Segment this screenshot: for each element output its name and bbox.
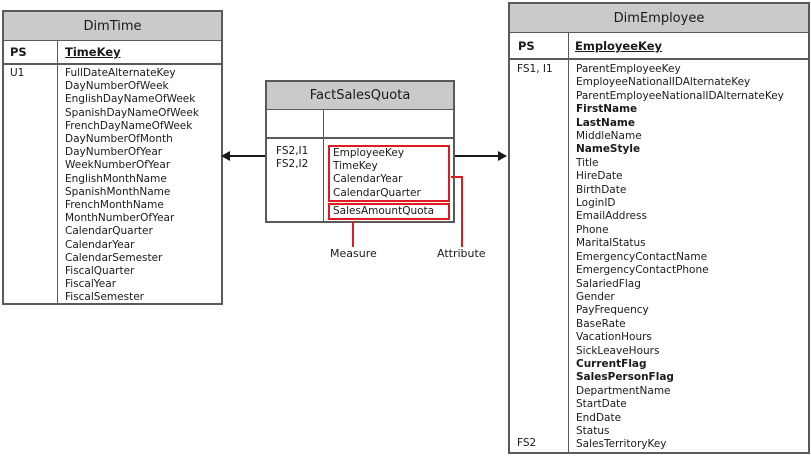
field-name: EnglishMonthName [65,172,167,185]
field-name: BirthDate [576,183,627,196]
field-name: DayNumberOfMonth [65,133,173,146]
table-dimemployee-key-row: PS EmployeeKey [510,33,808,60]
field-name: Status [576,424,610,437]
field-name: SalesTerritoryKey [576,438,667,451]
table-factsalesquota-key-row [267,110,453,139]
field-name: SickLeaveHours [576,344,660,357]
table-factsalesquota-title: FactSalesQuota [267,82,453,110]
field-name: FirstName [576,103,638,116]
field-name: SalariedFlag [576,277,641,290]
field-name: CalendarQuarter [333,186,421,199]
field-name: DayNumberOfWeek [65,80,169,93]
field-name: EmailAddress [576,210,647,223]
field-name: CalendarSemester [65,251,163,264]
field-name: CalendarYear [65,238,135,251]
field-name: Gender [576,290,615,303]
attribute-callout-line-vertical [461,176,463,247]
field-name: DepartmentName [576,384,671,397]
measure-label: Measure [330,247,377,260]
table-dimtime-key-row: PS TimeKey [4,41,221,65]
table-dimtime: DimTime PS TimeKey U1 FullDateAlternateK… [2,10,223,305]
field-name: FiscalYear [65,278,117,291]
field-name: ParentEmployeeNationalIDAlternateKey [576,89,784,102]
measure-highlight-box: SalesAmountQuota [328,202,450,221]
field-name: CalendarYear [333,173,403,186]
relationship-line-dimtime [229,155,265,157]
field-name: HireDate [576,170,623,183]
field-name: LoginID [576,197,616,210]
field-name: FS2,I1 [276,145,309,157]
field-name: LastName [576,116,635,129]
table-dimtime-title: DimTime [4,12,221,41]
field-name: VacationHours [576,331,652,344]
field-name: FiscalSemester [65,291,144,304]
attribute-label: Attribute [437,247,486,260]
field-name: MiddleName [576,130,642,143]
arrowhead-right-icon [498,151,507,161]
relationship-line-dimemployee [455,155,499,157]
field-name: NameStyle [576,143,641,156]
field-name: CurrentFlag [576,357,647,370]
field-name: TimeKey [333,160,378,173]
fact-primary-key-empty [324,110,453,137]
dimtime-key-tag: PS [4,41,58,63]
field-name: SalesAmountQuota [333,204,435,217]
field-name: EndDate [576,411,622,424]
field-name: FrenchDayNameOfWeek [65,119,193,132]
field-name: MonthNumberOfYear [65,212,175,225]
field-name: ParentEmployeeKey [576,63,681,75]
dimemployee-index-tag-bottom: FS2 [517,436,537,449]
field-name: MaritalStatus [576,237,646,250]
field-name: SpanishMonthName [65,185,171,198]
field-name: SalesPersonFlag [576,371,674,384]
field-name: CalendarQuarter [65,225,153,238]
field-name: SpanishDayNameOfWeek [65,106,199,119]
field-name: EmployeeNationalIDAlternateKey [576,76,751,89]
fact-key-tag-empty [267,110,324,137]
dimemployee-primary-key-field: EmployeeKey [575,39,663,53]
field-name: WeekNumberOfYear [65,159,171,172]
field-name: PayFrequency [576,304,649,317]
table-dimemployee: DimEmployee PS EmployeeKey FS1, I1 FS2 P… [508,2,810,454]
dimtime-index-tag: U1 [10,67,25,79]
field-name: Title [576,156,599,169]
dimtime-primary-key-field: TimeKey [65,45,121,59]
field-name: EmergencyContactPhone [576,264,709,277]
table-dimemployee-title: DimEmployee [510,4,808,33]
field-name: BaseRate [576,317,626,330]
attribute-callout-line-horizontal [451,176,463,178]
field-name: Phone [576,223,609,236]
field-name: FiscalQuarter [65,265,135,278]
measure-callout-line [352,221,354,247]
field-name: DayNumberOfYear [65,146,163,159]
dimemployee-index-tag-top: FS1, I1 [517,63,553,75]
field-name: FrenchMonthName [65,199,164,212]
field-name: StartDate [576,398,627,411]
arrowhead-left-icon [221,151,230,161]
dimemployee-key-tag: PS [510,33,569,58]
field-name: EmergencyContactName [576,250,708,263]
field-name: EnglishDayNameOfWeek [65,93,196,106]
field-name: FullDateAlternateKey [65,67,176,79]
field-name: EmployeeKey [333,147,405,159]
field-name: FS2,I2 [276,158,309,171]
